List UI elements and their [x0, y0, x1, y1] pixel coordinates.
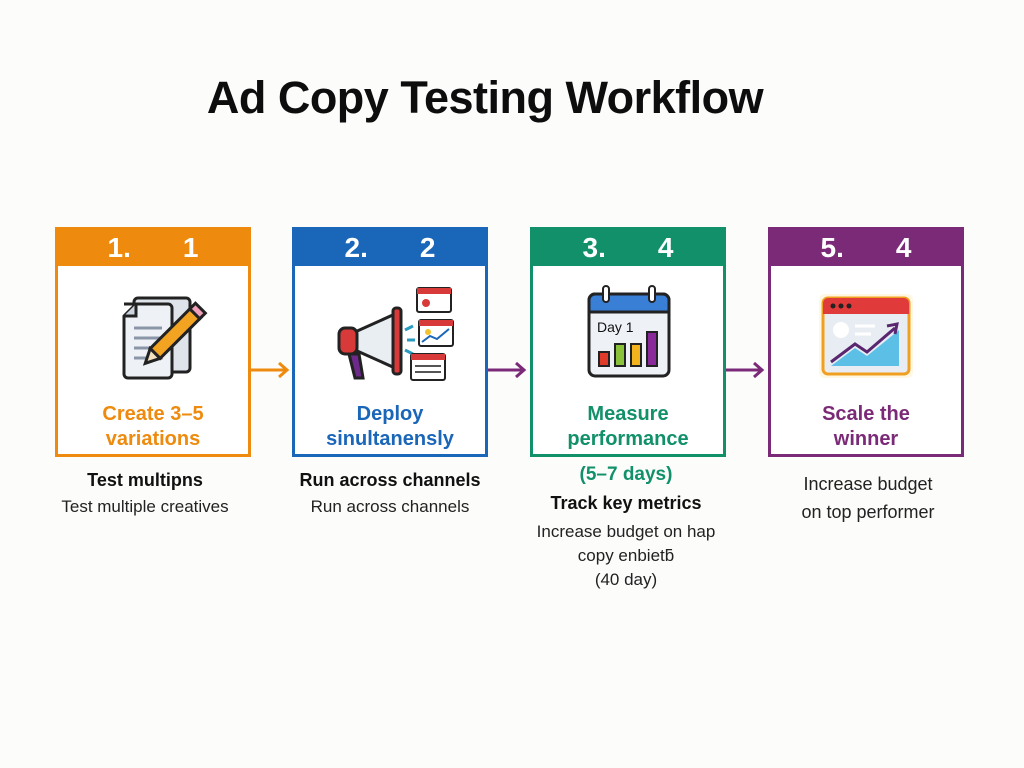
step-card-3: 3. 4 Day 1 Measure performance — [530, 227, 726, 457]
step-number: 3. — [582, 232, 606, 263]
step-card-1: 1. 1 Create 3–5 variations — [55, 227, 251, 457]
step-number: 1. — [107, 232, 131, 263]
arrow-right-icon — [726, 361, 765, 379]
step-number-alt: 2 — [419, 232, 436, 263]
page-title: Ad Copy Testing Workflow — [206, 72, 764, 123]
step-label: Create 3–5 variations — [102, 403, 204, 450]
step-header: 5. 4 — [771, 230, 961, 266]
step-number: 2. — [344, 232, 368, 263]
calendar-chart-icon: Day 1 — [533, 282, 723, 392]
step-header: 3. 4 — [533, 230, 723, 266]
step-card-4: 5. 4 Scale the winner — [768, 227, 964, 457]
step-label: Deploy sinultanensly — [326, 403, 454, 450]
step-1-description: Test multipns Test multiple creatives — [61, 470, 229, 516]
step-3-description: (5–7 days) Track key metrics Increase bu… — [506, 464, 746, 592]
arrow-right-icon — [251, 361, 290, 379]
step-card-2: 2. 2 Deploy sinultanensly — [292, 227, 488, 457]
megaphone-screens-icon — [295, 282, 485, 392]
step-header: 1. 1 — [58, 230, 248, 266]
growth-chart-window-icon — [771, 282, 961, 392]
step-4-description: Increase budget on top performer — [801, 474, 935, 522]
step-label: Measure performance — [567, 403, 689, 450]
day-label: Day 1 — [597, 319, 634, 335]
step-header: 2. 2 — [295, 230, 485, 266]
step-2-description: Run across channels Run across channels — [299, 470, 481, 516]
step-number-alt: 4 — [657, 232, 674, 263]
step-number-alt: 4 — [895, 232, 912, 263]
step-number: 5. — [820, 232, 844, 263]
step-number-alt: 1 — [182, 232, 199, 263]
duration-label: (5–7 days) — [579, 464, 673, 485]
arrow-right-icon — [488, 361, 527, 379]
document-pencil-icon — [58, 282, 248, 392]
step-label: Scale the winner — [822, 403, 910, 450]
